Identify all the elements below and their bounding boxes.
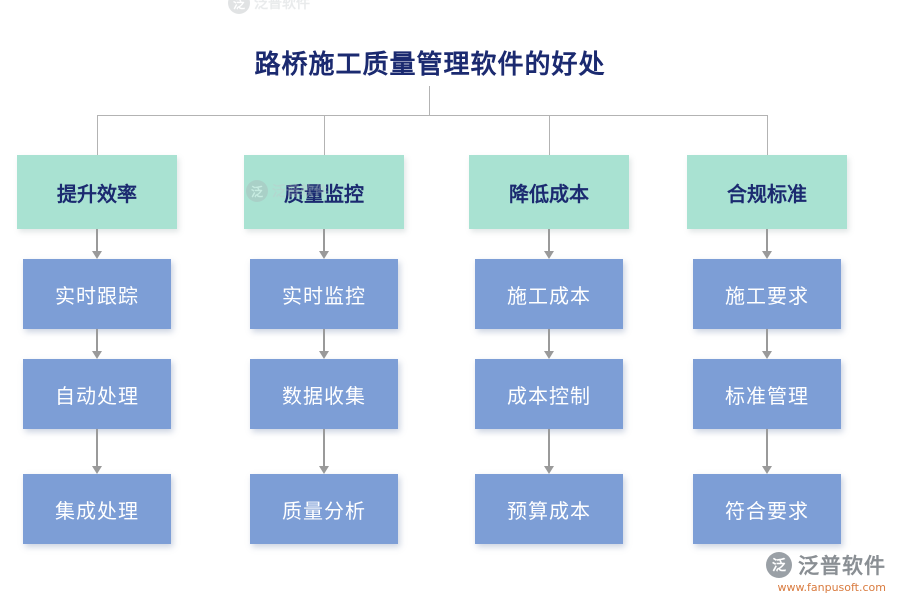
arrow-down-icon	[762, 429, 772, 474]
brand-watermark-label: 泛普软件	[272, 184, 328, 200]
arrow-down-icon	[92, 329, 102, 359]
column-header-node: 合规标准	[687, 155, 847, 229]
connector-title-stem	[429, 86, 430, 115]
column-cost-reduction: 降低成本 施工成本 成本控制 预算成本	[469, 155, 629, 544]
diagram-node: 数据收集	[250, 359, 398, 429]
diagram-node: 施工成本	[475, 259, 623, 329]
arrow-down-icon	[544, 229, 554, 259]
column-header-node: 提升效率	[17, 155, 177, 229]
diagram-node: 质量分析	[250, 474, 398, 544]
arrow-down-icon	[319, 229, 329, 259]
diagram-node: 施工要求	[693, 259, 841, 329]
diagram-node: 预算成本	[475, 474, 623, 544]
connector-column-stem	[324, 115, 325, 155]
column-header-node: 降低成本	[469, 155, 629, 229]
diagram-node: 自动处理	[23, 359, 171, 429]
diagram-node: 实时监控	[250, 259, 398, 329]
arrow-down-icon	[92, 229, 102, 259]
arrow-down-icon	[762, 229, 772, 259]
connector-column-stem	[767, 115, 768, 155]
diagram-node: 集成处理	[23, 474, 171, 544]
brand-name: 泛普软件	[798, 553, 886, 578]
arrow-down-icon	[319, 429, 329, 474]
column-header-node: 质量监控	[244, 155, 404, 229]
connector-column-stem	[549, 115, 550, 155]
connector-horizontal	[97, 115, 767, 116]
arrow-down-icon	[762, 329, 772, 359]
brand-watermark-label: 泛普软件	[254, 0, 310, 12]
arrow-down-icon	[92, 429, 102, 474]
column-efficiency: 提升效率 实时跟踪 自动处理 集成处理	[17, 155, 177, 544]
column-compliance: 合规标准 施工要求 标准管理 符合要求	[687, 155, 847, 544]
brand-watermark: 泛 泛普软件	[228, 0, 310, 14]
diagram-node: 实时跟踪	[23, 259, 171, 329]
column-quality-monitoring: 质量监控 实时监控 数据收集 质量分析	[244, 155, 404, 544]
brand-logo-icon: 泛	[766, 552, 792, 578]
arrow-down-icon	[319, 329, 329, 359]
brand-logo-icon: 泛	[228, 0, 250, 14]
arrow-down-icon	[544, 329, 554, 359]
brand-watermark: 泛 泛普软件	[246, 180, 328, 202]
diagram-title: 路桥施工质量管理软件的好处	[254, 50, 606, 80]
connector-column-stem	[97, 115, 98, 155]
footer-brand-block: 泛 泛普软件 www.fanpusoft.com	[766, 550, 886, 594]
brand-url: www.fanpusoft.com	[777, 581, 886, 594]
diagram-node: 成本控制	[475, 359, 623, 429]
diagram-node: 符合要求	[693, 474, 841, 544]
diagram-node: 标准管理	[693, 359, 841, 429]
arrow-down-icon	[544, 429, 554, 474]
brand-logo-icon: 泛	[246, 180, 268, 202]
